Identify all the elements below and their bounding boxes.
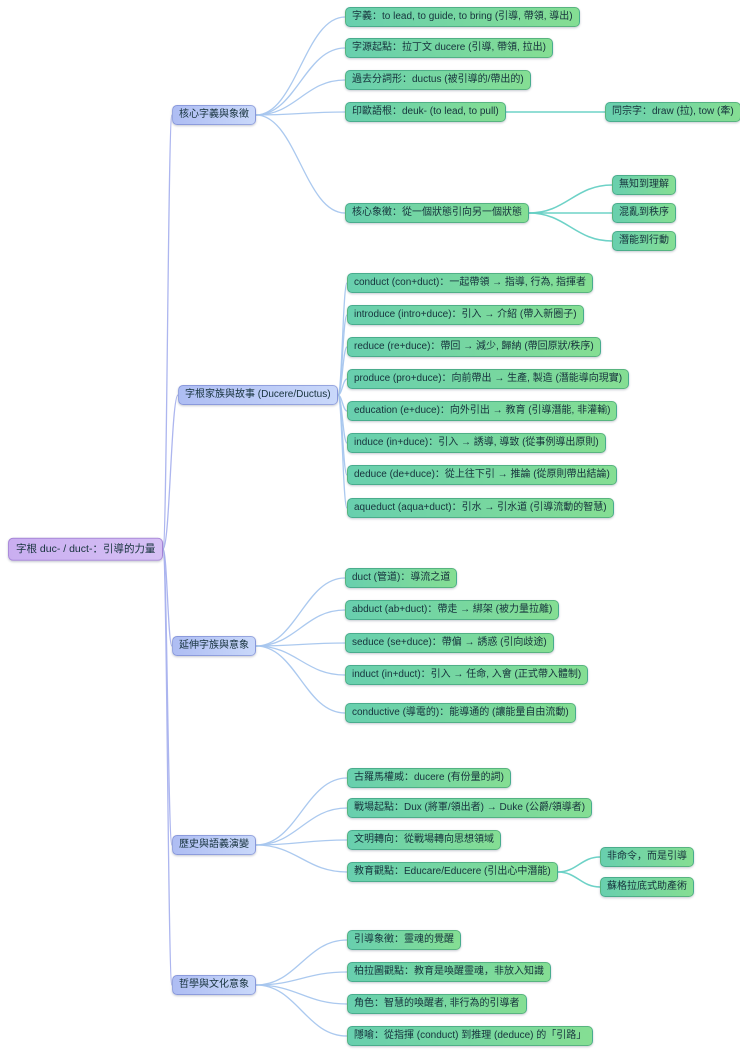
mindmap-node-chaos-to-order[interactable]: 混亂到秩序 — [612, 203, 676, 223]
edge-word-family-to-produce — [337, 378, 348, 396]
edge-philosophy-culture-to-plato-view — [255, 971, 348, 986]
edge-core-meaning-to-core-symbol — [255, 114, 346, 214]
mindmap-node-cognates[interactable]: 同宗字：draw (拉), tow (牽) — [605, 102, 740, 122]
mindmap-node-produce[interactable]: produce (pro+duce)：向前帶出 → 生產, 製造 (潛能導向現實… — [347, 369, 630, 389]
mindmap-node-civilization-shift[interactable]: 文明轉向：從戰場轉向思想領域 — [347, 830, 501, 850]
edge-extended-family-to-conductive — [255, 645, 346, 714]
edge-core-meaning-to-pie-root — [255, 111, 346, 116]
edge-philosophy-culture-to-guidance-symbol — [255, 939, 348, 986]
edge-core-meaning-to-past-participle — [255, 79, 346, 116]
mindmap-node-extended-family[interactable]: 延伸字族與意象 — [172, 636, 256, 656]
edge-core-symbol-to-ignorance-to-understanding — [528, 184, 613, 214]
edge-extended-family-to-abduct — [255, 609, 346, 647]
mindmap-node-past-participle[interactable]: 過去分詞形：ductus (被引導的/帶出的) — [345, 70, 531, 90]
mindmap-node-seduce[interactable]: seduce (se+duce)：帶偏 → 誘惑 (引向歧途) — [345, 633, 554, 653]
edge-core-symbol-to-potential-to-action — [528, 212, 613, 242]
mindmap-node-ignorance-to-understanding[interactable]: 無知到理解 — [612, 175, 676, 195]
edge-word-family-to-aqueduct — [337, 394, 348, 509]
mindmap-node-abduct[interactable]: abduct (ab+duct)：帶走 → 綁架 (被力量拉離) — [345, 600, 560, 620]
edge-root-to-core-meaning — [162, 114, 173, 550]
mindmap-node-induct[interactable]: induct (in+duct)：引入 → 任命, 入會 (正式帶入體制) — [345, 665, 589, 685]
edge-root-to-extended-family — [162, 548, 173, 647]
edge-word-family-to-reduce — [337, 346, 348, 396]
mindmap-node-philosophy-culture[interactable]: 哲學與文化意象 — [172, 975, 256, 995]
edge-history-semantics-to-roman-authority — [255, 777, 348, 846]
edge-extended-family-to-induct — [255, 645, 346, 676]
mindmap-node-role[interactable]: 角色：智慧的喚醒者, 非行為的引導者 — [347, 994, 527, 1014]
mindmap-node-education[interactable]: education (e+duce)：向外引出 → 教育 (引導潛能, 非灌輸) — [347, 401, 618, 421]
edge-extended-family-to-duct — [255, 577, 346, 647]
edge-root-to-word-family — [162, 394, 179, 550]
edge-history-semantics-to-education-view — [255, 844, 348, 873]
mindmap-node-induce[interactable]: induce (in+duce)：引入 → 誘導, 導致 (從事例導出原則) — [347, 433, 606, 453]
mindmap-node-pie-root[interactable]: 印歐語根：deuk- (to lead, to pull) — [345, 102, 506, 122]
mindmap-node-battlefield-origin[interactable]: 戰場起點：Dux (將軍/領出者) → Duke (公爵/領導者) — [347, 798, 593, 818]
mindmap-node-plato-view[interactable]: 柏拉圖觀點：教育是喚醒靈魂，非放入知識 — [347, 962, 551, 982]
mindmap-node-duct[interactable]: duct (管道)：導流之道 — [345, 568, 458, 588]
mindmap-node-guidance-symbol[interactable]: 引導象徵：靈魂的覺醒 — [347, 930, 461, 950]
edge-core-meaning-to-etymology-origin — [255, 47, 346, 116]
mindmap-node-deduce[interactable]: deduce (de+duce)：從上往下引 → 推論 (從原則帶出結論) — [347, 465, 617, 485]
edge-philosophy-culture-to-metaphor — [255, 984, 348, 1037]
mindmap-node-reduce[interactable]: reduce (re+duce)：帶回 → 減少, 歸納 (帶回原狀/秩序) — [347, 337, 601, 357]
edge-core-meaning-to-meaning — [255, 16, 346, 116]
mindmap-node-etymology-origin[interactable]: 字源起點：拉丁文 ducere (引導, 帶領, 拉出) — [345, 38, 553, 58]
mindmap-node-aqueduct[interactable]: aqueduct (aqua+duct)：引水 → 引水道 (引導流動的智慧) — [347, 498, 614, 518]
edge-root-to-philosophy-culture — [162, 548, 173, 986]
edge-extended-family-to-seduce — [255, 642, 346, 647]
mindmap-node-guide-not-command[interactable]: 非命令，而是引導 — [600, 847, 694, 867]
edge-education-view-to-socratic-midwifery — [557, 871, 601, 888]
mindmap-node-potential-to-action[interactable]: 潛能到行動 — [612, 231, 676, 251]
mindmap-node-meaning[interactable]: 字義：to lead, to guide, to bring (引導, 帶領, … — [345, 7, 580, 27]
mindmap-node-introduce[interactable]: introduce (intro+duce)：引入 → 介紹 (帶入新圈子) — [347, 305, 584, 325]
mindmap-node-socratic-midwifery[interactable]: 蘇格拉底式助產術 — [600, 877, 694, 897]
mindmap-node-core-symbol[interactable]: 核心象徵：從一個狀態引向另一個狀態 — [345, 203, 529, 223]
mindmap-node-root[interactable]: 字根 duc- / duct-：引導的力量 — [8, 537, 164, 561]
edge-philosophy-culture-to-role — [255, 984, 348, 1005]
mindmap-node-history-semantics[interactable]: 歷史與語義演變 — [172, 835, 256, 855]
mindmap-node-metaphor[interactable]: 隱喻：從指揮 (conduct) 到推理 (deduce) 的「引路」 — [347, 1026, 594, 1046]
mindmap-node-education-view[interactable]: 教育觀點：Educare/Educere (引出心中潛能) — [347, 862, 558, 882]
mindmap-node-core-meaning[interactable]: 核心字義與象徵 — [172, 105, 256, 125]
edge-history-semantics-to-battlefield-origin — [255, 807, 348, 846]
mindmap-node-roman-authority[interactable]: 古羅馬權威：ducere (有份量的詞) — [347, 768, 512, 788]
mindmap-node-conduct[interactable]: conduct (con+duct)：一起帶領 → 指導, 行為, 指揮者 — [347, 273, 593, 293]
mindmap-node-word-family[interactable]: 字根家族與故事 (Ducere/Ductus) — [178, 385, 338, 405]
edge-history-semantics-to-civilization-shift — [255, 839, 348, 846]
mindmap-node-conductive[interactable]: conductive (導電的)：能導通的 (讓能量自由流動) — [345, 703, 576, 723]
